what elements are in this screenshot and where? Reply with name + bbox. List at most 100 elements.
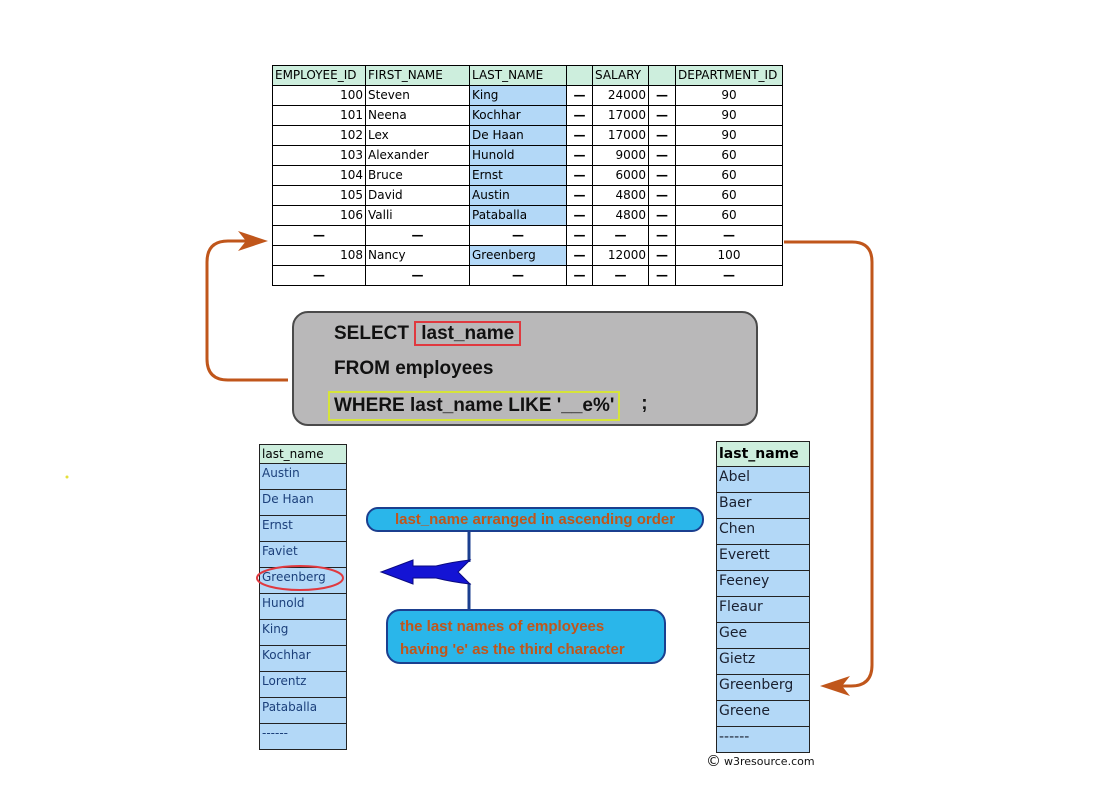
select-keyword: SELECT <box>334 323 409 344</box>
result-row: ------ <box>259 723 347 750</box>
employees-cell: — <box>566 85 593 106</box>
employees-cell: — <box>469 265 567 286</box>
employees-cell: — <box>648 105 676 126</box>
employees-cell: — <box>566 185 593 206</box>
employees-cell: — <box>675 265 783 286</box>
result-row: Fleaur <box>716 596 810 623</box>
employees-cell: 17000 <box>592 105 649 126</box>
result-row: Hunold <box>259 593 347 620</box>
employees-cell: Pataballa <box>469 205 567 226</box>
result-row: Pataballa <box>259 697 347 724</box>
employees-cell: 100 <box>272 85 366 106</box>
employees-cell: — <box>648 85 676 106</box>
employees-cell: 60 <box>675 205 783 226</box>
employees-cell: — <box>272 225 366 246</box>
employees-cell: 4800 <box>592 205 649 226</box>
employees-cell: — <box>648 265 676 286</box>
employees-header-cell: FIRST_NAME <box>365 65 470 86</box>
employees-cell: — <box>648 185 676 206</box>
from-line: FROM employees <box>334 358 494 379</box>
result-row: King <box>259 619 347 646</box>
result-row: Gee <box>716 622 810 649</box>
result-row: Austin <box>259 463 347 490</box>
result-row: Greene <box>716 700 810 727</box>
employees-cell: 90 <box>675 85 783 106</box>
sql-query-box: SELECT last_name FROM employees WHERE la… <box>292 311 758 426</box>
employees-cell: — <box>566 225 593 246</box>
employees-cell: — <box>648 125 676 146</box>
result-row: Chen <box>716 518 810 545</box>
where-clause: WHERE last_name LIKE '__e%' <box>334 395 615 416</box>
employees-cell: — <box>566 205 593 226</box>
employees-cell: — <box>648 245 676 266</box>
where-clause-highlight: WHERE last_name LIKE '__e%' <box>328 391 621 421</box>
employees-cell: Kochhar <box>469 105 567 126</box>
sorted-result-header: last_name <box>259 444 347 464</box>
employees-cell: Ernst <box>469 165 567 186</box>
employees-cell: — <box>675 225 783 246</box>
table-to-result-arrowhead-icon <box>820 676 850 696</box>
employees-header-cell: LAST_NAME <box>469 65 567 86</box>
employees-cell: — <box>648 205 676 226</box>
employees-cell: — <box>592 225 649 246</box>
employees-cell: Steven <box>365 85 470 106</box>
employees-cell: 105 <box>272 185 366 206</box>
employees-cell: — <box>566 245 593 266</box>
employees-cell: 103 <box>272 145 366 166</box>
employees-cell: — <box>566 145 593 166</box>
employees-cell: 6000 <box>592 165 649 186</box>
employees-cell: De Haan <box>469 125 567 146</box>
ascending-order-text: last_name arranged in ascending order <box>394 511 676 528</box>
employees-cell: 102 <box>272 125 366 146</box>
employees-cell: 90 <box>675 125 783 146</box>
employees-row: ——————— <box>272 265 783 286</box>
third-character-text-1: the last names of employees <box>400 618 605 635</box>
employees-cell: — <box>469 225 567 246</box>
result-row: ------ <box>716 726 810 753</box>
employees-header-cell: SALARY <box>592 65 649 86</box>
employees-cell: Austin <box>469 185 567 206</box>
employees-cell: 24000 <box>592 85 649 106</box>
employees-cell: 104 <box>272 165 366 186</box>
blue-left-arrow-icon <box>379 559 472 585</box>
employees-cell: 101 <box>272 105 366 126</box>
employees-cell: Neena <box>365 105 470 126</box>
employees-cell: 12000 <box>592 245 649 266</box>
employees-header-cell <box>566 65 593 86</box>
copyright-text: w3resource.com <box>724 755 815 768</box>
third-character-text-2: having 'e' as the third character <box>400 641 625 658</box>
employees-cell: Bruce <box>365 165 470 186</box>
copyright-icon: © <box>706 752 721 770</box>
employees-cell: 60 <box>675 145 783 166</box>
employees-cell: Hunold <box>469 145 567 166</box>
employees-cell: — <box>648 145 676 166</box>
employees-cell: 106 <box>272 205 366 226</box>
employees-row: ——————— <box>272 225 783 246</box>
third-character-callout: the last names of employees having 'e' a… <box>386 609 666 664</box>
employees-cell: King <box>469 85 567 106</box>
result-row: Baer <box>716 492 810 519</box>
employees-cell: 90 <box>675 105 783 126</box>
employees-header-cell <box>648 65 676 86</box>
employees-cell: David <box>365 185 470 206</box>
employees-header-cell: EMPLOYEE_ID <box>272 65 366 86</box>
result-row: Ernst <box>259 515 347 542</box>
employees-cell: 60 <box>675 165 783 186</box>
copyright-notice: ©w3resource.com <box>706 752 815 770</box>
query-to-table-arrowhead-icon <box>238 231 268 251</box>
result-row: Everett <box>716 544 810 571</box>
employees-cell: — <box>592 265 649 286</box>
employees-cell: Greenberg <box>469 245 567 266</box>
employees-cell: Lex <box>365 125 470 146</box>
employees-cell: Nancy <box>365 245 470 266</box>
